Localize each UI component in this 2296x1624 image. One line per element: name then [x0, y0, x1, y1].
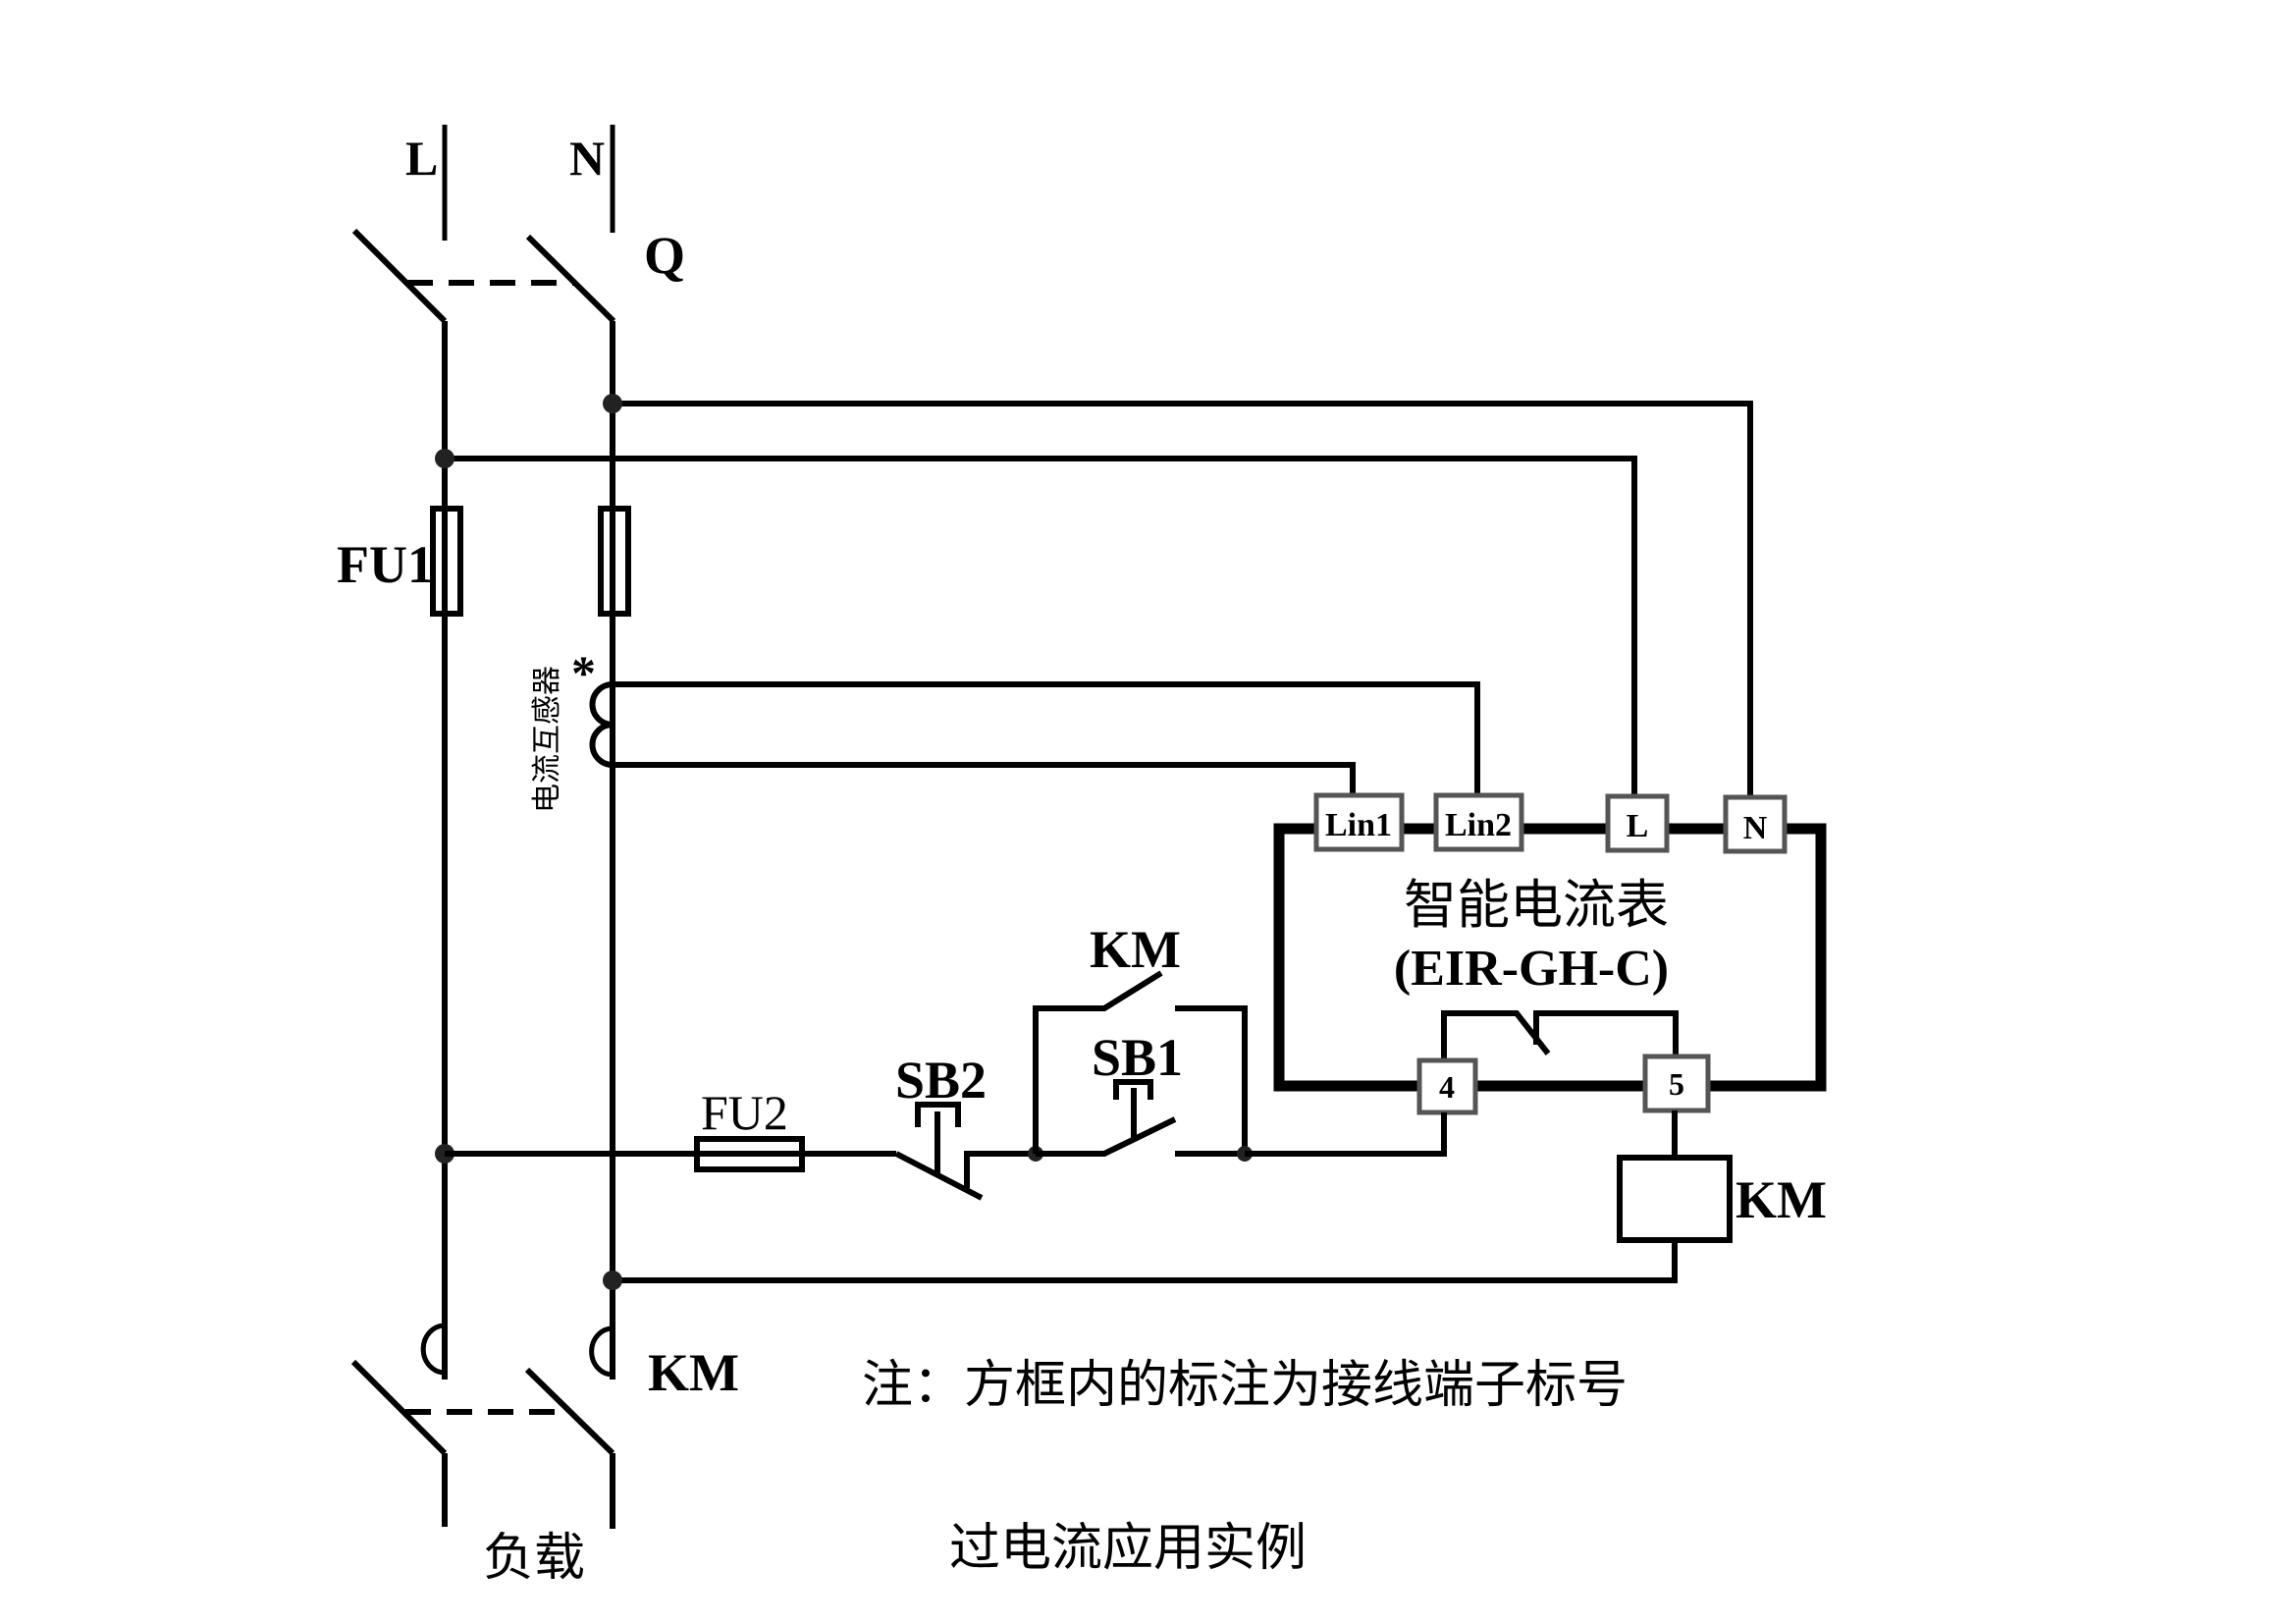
supply-section: L N [405, 125, 615, 241]
km-blade-l [350, 1359, 448, 1456]
sb1-cap [1113, 1079, 1153, 1100]
fu2-label: FU2 [701, 1085, 788, 1140]
km-aux-blade [1033, 970, 1163, 1154]
fuse-l [430, 506, 463, 617]
relay-fixed [1533, 1010, 1679, 1057]
wire-coil-return [613, 1240, 1678, 1283]
sb2-fixed [964, 1151, 1036, 1188]
terminal-5-label: 5 [1669, 1066, 1684, 1102]
contact-arc-n [589, 1326, 614, 1378]
main-fuses: FU1 [337, 506, 631, 617]
fuse-n [598, 506, 631, 617]
terminal-lin1: Lin1 [1313, 792, 1405, 852]
km-main-label: KM [648, 1343, 739, 1402]
fu2-body [694, 1136, 805, 1172]
wire-ct-to-lin1 [613, 762, 1356, 797]
sb2-label: SB2 [895, 1051, 987, 1110]
terminal-5: 5 [1642, 1054, 1711, 1113]
fu2-fuse: FU2 [694, 1085, 805, 1172]
sb1-start-button: SB1 [1036, 1028, 1245, 1157]
sb2-blade [894, 1151, 984, 1201]
current-transformer: * 电流互感器 [530, 645, 1480, 813]
wire-n-to-meter [613, 401, 1753, 797]
terminal-4-label: 4 [1439, 1069, 1455, 1105]
sb1-blade [1036, 1116, 1177, 1157]
sb2-cap [915, 1102, 961, 1127]
wire-ct-to-lin2 [613, 681, 1480, 797]
switch-blade-l [351, 228, 448, 324]
neutral-label: N [569, 131, 605, 186]
junction-dot [603, 1271, 622, 1290]
terminal-4: 4 [1416, 1057, 1478, 1115]
ct-label: 电流互感器 [530, 666, 564, 813]
wire-to-terminal-4 [1245, 1112, 1447, 1157]
junction-dot [603, 394, 622, 413]
terminal-l: L [1605, 793, 1670, 853]
terminal-l-label: L [1627, 808, 1649, 844]
km-aux-contact: KM [1033, 920, 1248, 1154]
meter-supply-wiring [435, 394, 1753, 797]
terminal-n: N [1723, 794, 1788, 854]
terminal-n-label: N [1743, 810, 1768, 846]
main-switch-q: Q [351, 226, 685, 324]
km-coil: KM [613, 1110, 1827, 1283]
diagram-caption: 过电流应用实例 [949, 1519, 1307, 1578]
load-contactor: KM 负载 [350, 1323, 739, 1588]
fu1-label: FU1 [337, 535, 434, 594]
ct-polarity-mark: * [571, 645, 596, 700]
terminal-lin1-label: Lin1 [1325, 807, 1392, 843]
km-coil-label: KM [1735, 1170, 1827, 1229]
junction-dot [435, 449, 454, 468]
main-switch-label: Q [644, 226, 685, 285]
relay-blade [1441, 1010, 1551, 1060]
contact-arc-l [420, 1323, 446, 1376]
smart-ammeter: Lin1 Lin2 L N 智能电流表 (EIR-GH-C) 4 5 [1273, 792, 1827, 1115]
wire-l-to-meter [445, 456, 1637, 797]
km-coil-body [1617, 1155, 1733, 1243]
switch-blade-n [525, 234, 616, 324]
meter-housing [1273, 823, 1827, 1092]
meter-name: 智能电流表 [1404, 874, 1669, 936]
sb2-stop-button: SB2 [894, 1051, 1036, 1201]
ct-winding [589, 681, 614, 768]
line-label: L [405, 131, 438, 186]
control-circuit: FU2 SB2 SB1 KM [435, 920, 1827, 1290]
terminal-lin2-label: Lin2 [1445, 807, 1512, 843]
km-aux-fixed [1175, 1005, 1248, 1154]
relay-contact [1441, 1010, 1679, 1060]
terminal-note: 注：方框内的标注为接线端子标号 [862, 1356, 1628, 1415]
sb1-label: SB1 [1092, 1028, 1183, 1087]
km-blade-n [524, 1367, 615, 1456]
meter-model: (EIR-GH-C) [1394, 941, 1669, 997]
km-aux-label: KM [1090, 920, 1181, 979]
load-label: 负载 [483, 1529, 585, 1588]
main-buses [442, 321, 615, 1380]
terminal-lin2: Lin2 [1433, 792, 1524, 852]
